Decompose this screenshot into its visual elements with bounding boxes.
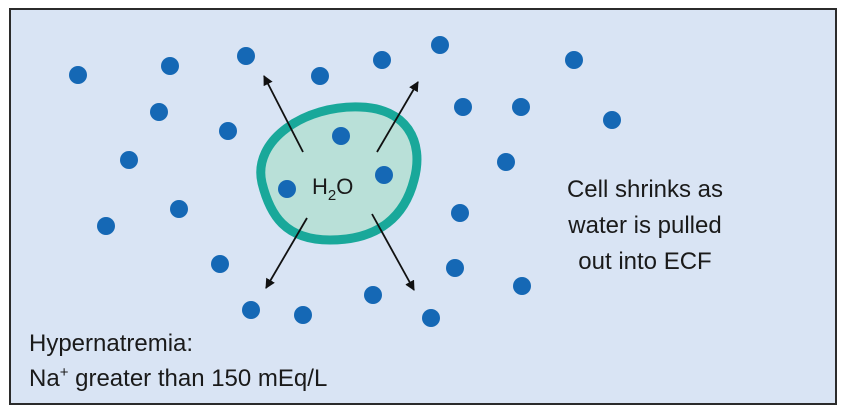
condition-label: Hypernatremia: Na+ greater than 150 mEq/… (29, 326, 327, 396)
sodium-ion-dot (237, 47, 255, 65)
sodium-ion-dot (161, 57, 179, 75)
cell-membrane (256, 102, 422, 245)
sodium-ion-dot (311, 67, 329, 85)
condition-title: Hypernatremia: (29, 330, 194, 357)
sodium-ion-dot (170, 200, 188, 218)
water-arrow-down-left (265, 217, 308, 289)
water-label-subscript: 2 (328, 187, 336, 204)
sodium-ion-dot (565, 51, 583, 69)
description-line-3: out into ECF (578, 248, 712, 275)
sodium-ion-dot (278, 180, 296, 198)
sodium-ion-dot (603, 111, 621, 129)
sodium-ion-dot (373, 51, 391, 69)
water-arrow-down-right (371, 213, 415, 291)
sodium-ion-dot (97, 217, 115, 235)
sodium-ion-dot (512, 98, 530, 116)
sodium-ion-dot (431, 36, 449, 54)
water-label-o: O (336, 174, 353, 199)
sodium-charge: + (59, 364, 69, 381)
sodium-ion-dot (150, 103, 168, 121)
description-line-1: Cell shrinks as (566, 176, 724, 203)
diagram-frame (9, 8, 837, 405)
sodium-ion-dot (446, 259, 464, 277)
water-arrow-up-left (263, 75, 304, 153)
intracellular-dots (278, 127, 393, 198)
sodium-ion-dot (375, 166, 393, 184)
sodium-ion-dot (332, 127, 350, 145)
sodium-ion-dot (120, 151, 138, 169)
sodium-ion-dot (69, 66, 87, 84)
sodium-ion-dots (69, 36, 621, 327)
sodium-ion-dot (451, 204, 469, 222)
condition-threshold: Na+ greater than 150 mEq/L (29, 361, 327, 396)
sodium-ion-dot (294, 306, 312, 324)
sodium-ion-dot (454, 98, 472, 116)
water-arrow-up-right (376, 81, 419, 153)
sodium-ion-dot (422, 309, 440, 327)
sodium-ion-dot (497, 153, 515, 171)
sodium-ion-dot (219, 122, 237, 140)
sodium-ion-dot (242, 301, 260, 319)
water-label: H2O (312, 174, 353, 204)
description-line-2: water is pulled (568, 212, 722, 239)
cell-description: Cell shrinks as water is pulled out into… (520, 172, 770, 280)
threshold-value: greater than 150 mEq/L (68, 365, 328, 392)
water-label-h: H (312, 174, 328, 199)
sodium-ion-dot (513, 277, 531, 295)
sodium-symbol: Na (29, 365, 60, 392)
sodium-ion-dot (211, 255, 229, 273)
sodium-ion-dot (364, 286, 382, 304)
